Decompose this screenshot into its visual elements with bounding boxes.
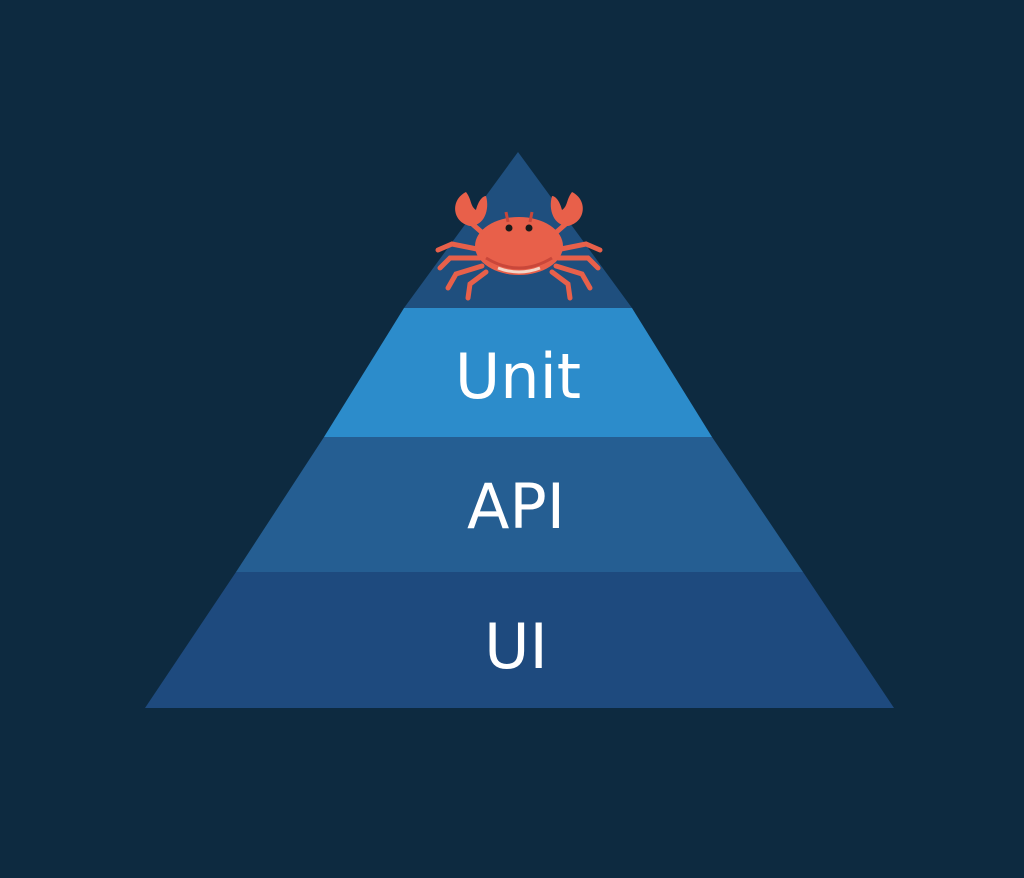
tier-label-unit: Unit [455, 340, 581, 413]
tier-label-api: API [467, 470, 565, 543]
tier-label-ui: UI [484, 610, 548, 683]
pyramid-tier-unit [324, 308, 712, 437]
crab-icon [435, 192, 603, 301]
pyramid-tier-api [236, 437, 803, 572]
pyramid-tier-ui [145, 572, 894, 708]
